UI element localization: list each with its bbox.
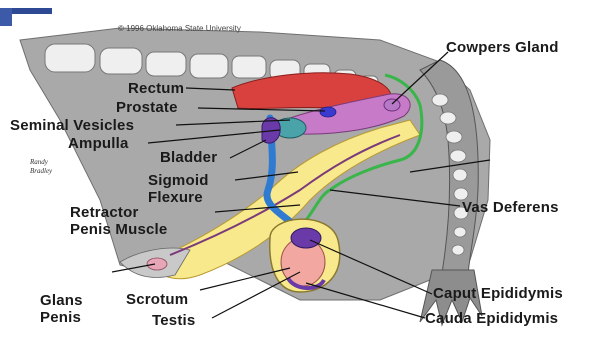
label-glans-line-2: Penis (40, 309, 83, 326)
label-glans-line-1: Glans (40, 292, 83, 309)
label-cowpers-gland: Cowpers Gland (446, 40, 559, 55)
label-sigmoid-flexure-line-1: Sigmoid (148, 172, 209, 189)
glans-shape (147, 258, 167, 270)
signature-line-2: Bradley (30, 167, 70, 176)
label-sigmoid-flexure: Sigmoid Flexure (148, 172, 209, 206)
signature-line-1: Randy (30, 158, 70, 167)
label-bladder: Bladder (160, 150, 217, 165)
label-caput-epididymis: Caput Epididymis (433, 286, 563, 301)
artist-signature: Randy Bradley (30, 158, 70, 176)
copyright-text: © 1996 Oklahoma State University (118, 24, 241, 33)
caput-epididymis-shape (291, 228, 321, 248)
label-testis: Testis (152, 313, 195, 328)
label-ampulla: Ampulla (68, 136, 129, 151)
label-glans-penis: Glans Penis (40, 292, 83, 326)
cowpers-gland-shape (384, 99, 400, 111)
label-cauda-epididymis: Cauda Epididymis (425, 311, 558, 326)
label-retractor-penis-muscle: Retractor Penis Muscle (70, 204, 167, 238)
label-vas-deferens: Vas Deferens (462, 200, 559, 215)
label-scrotum: Scrotum (126, 292, 188, 307)
label-retractor-line-1: Retractor (70, 204, 167, 221)
label-prostate: Prostate (116, 100, 178, 115)
label-rectum: Rectum (128, 81, 184, 96)
label-seminal-vesicles: Seminal Vesicles (10, 118, 134, 133)
prostate-shape (320, 107, 336, 117)
label-retractor-line-2: Penis Muscle (70, 221, 167, 238)
